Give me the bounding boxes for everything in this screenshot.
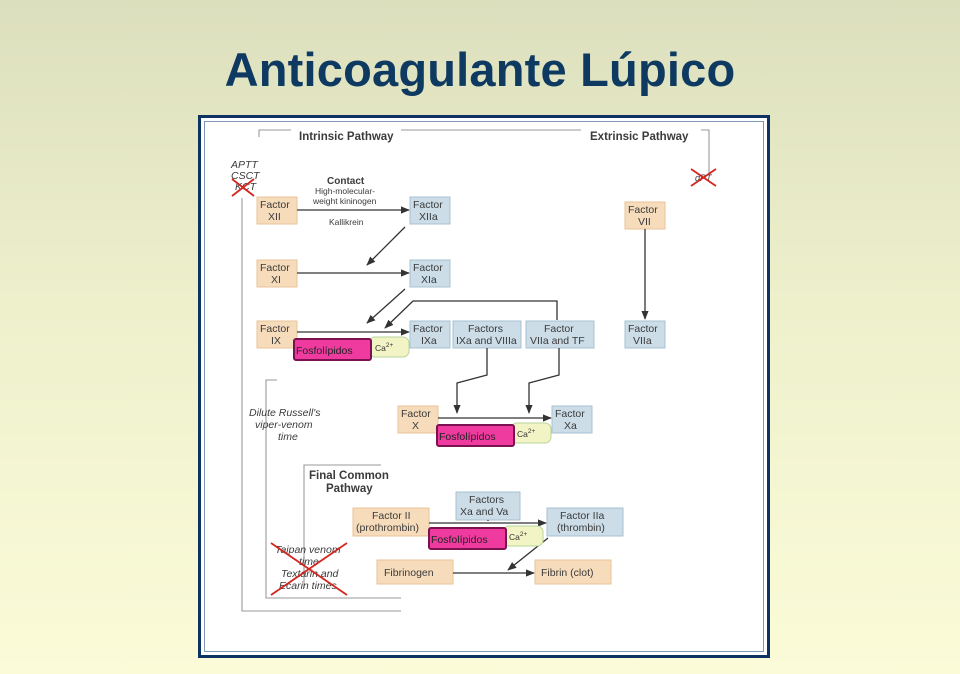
svg-text:VII: VII — [638, 216, 651, 228]
slide-title: Anticoagulante Lúpico — [224, 43, 736, 96]
svg-text:IX: IX — [271, 335, 281, 347]
svg-text:Factors: Factors — [469, 494, 504, 506]
svg-text:VIIa and TF: VIIa and TF — [530, 335, 585, 347]
taipan-label-line1: Taipan venom — [275, 544, 341, 556]
node-fibrinogen: Fibrinogen — [376, 559, 454, 585]
arrow-viia-tf-to-x-reaction — [525, 348, 560, 414]
svg-text:Factor: Factor — [260, 262, 290, 274]
svg-text:Factor: Factor — [544, 323, 574, 335]
svg-text:Fosfolípidos: Fosfolípidos — [431, 534, 488, 546]
pathway-brackets — [241, 129, 710, 612]
cross-mark-kct — [231, 178, 255, 197]
final-common-label-line2: Pathway — [326, 483, 373, 495]
contact-activation-text: Contact High-molecular- weight kininogen… — [312, 176, 377, 227]
node-factor-iia: Factor IIa (thrombin) — [546, 507, 624, 537]
arrow-xiia-to-xi-reaction — [366, 226, 406, 266]
svg-text:Factor IIa: Factor IIa — [560, 510, 605, 522]
node-factor-xiia: Factor XIIa — [409, 196, 451, 225]
svg-text:Ca2+: Ca2+ — [375, 342, 393, 353]
contact-title: Contact — [327, 176, 365, 187]
extrinsic-bracket — [701, 129, 710, 173]
reaction-arrows — [297, 206, 649, 577]
svg-text:Factor: Factor — [260, 323, 290, 335]
cross-mark-dpt — [690, 168, 717, 187]
svg-text:Factor: Factor — [628, 204, 658, 216]
svg-text:Factor: Factor — [413, 199, 443, 211]
contact-line2: weight kininogen — [312, 196, 377, 206]
svg-text:VIIa: VIIa — [633, 335, 652, 347]
node-fibrin-clot: Fibrin (clot) — [534, 559, 612, 585]
calcium-cofactor-2: Ca2+ — [510, 422, 552, 444]
svg-text:Fosfolípidos: Fosfolípidos — [439, 431, 496, 443]
extrinsic-pathway-label: Extrinsic Pathway — [590, 131, 689, 143]
node-factors-ixa-viiia: Factors IXa and VIIIa — [452, 320, 522, 349]
node-factor-viia-tf: Factor VIIa and TF — [525, 320, 595, 349]
node-factor-xii: Factor XII — [256, 196, 298, 225]
svg-text:IXa and VIIIa: IXa and VIIIa — [456, 335, 517, 347]
svg-text:Fosfolípidos: Fosfolípidos — [296, 345, 353, 357]
inner-frame-border — [204, 121, 764, 652]
cross-mark-taipan — [270, 542, 348, 596]
arrow-viia-tf-feedback — [384, 300, 558, 329]
svg-text:Ca2+: Ca2+ — [509, 531, 527, 542]
svg-text:XI: XI — [271, 274, 281, 286]
svg-text:(prothrombin): (prothrombin) — [356, 522, 419, 534]
svg-text:IXa: IXa — [421, 335, 437, 347]
svg-text:Factor: Factor — [555, 408, 585, 420]
diagram-frame: Intrinsic Pathway Extrinsic Pathway APTT… — [198, 115, 770, 658]
final-common-label-line1: Final Common — [309, 470, 389, 482]
arrow-ixa-viiia-to-x-reaction — [453, 348, 488, 414]
phospholipid-tag-3: Fosfolípidos — [428, 527, 507, 550]
drvvt-label-line2: viper-venom — [255, 419, 313, 431]
node-factor-xi: Factor XI — [256, 259, 298, 288]
intrinsic-bracket — [258, 129, 291, 137]
svg-text:Xa and Va: Xa and Va — [460, 506, 508, 518]
taipan-label-line2: time — [299, 556, 319, 568]
taipan-label-line4: Ecarin times — [279, 580, 338, 592]
svg-text:Factor: Factor — [260, 199, 290, 211]
svg-text:X: X — [412, 420, 419, 432]
svg-text:Xa: Xa — [564, 420, 577, 432]
svg-text:Factor: Factor — [413, 323, 443, 335]
node-factor-ii: Factor II (prothrombin) — [352, 507, 430, 537]
aptt-label: APTT — [230, 159, 259, 171]
drvvt-label-line3: time — [278, 431, 298, 443]
svg-text:Ca2+: Ca2+ — [517, 428, 535, 439]
intrinsic-left-rail — [241, 198, 401, 612]
phospholipid-tag-1: Fosfolípidos — [293, 338, 372, 361]
svg-text:Factor: Factor — [628, 323, 658, 335]
node-factor-xa: Factor Xa — [551, 405, 593, 434]
drvvt-label-line1: Dilute Russell's — [249, 407, 321, 419]
phospholipid-tag-2: Fosfolípidos — [436, 424, 515, 447]
svg-text:XII: XII — [268, 211, 281, 223]
intrinsic-pathway-label: Intrinsic Pathway — [299, 131, 394, 143]
coagulation-cascade-diagram: Intrinsic Pathway Extrinsic Pathway APTT… — [230, 129, 717, 612]
node-factor-viia: Factor VIIa — [624, 320, 666, 349]
svg-text:Fibrin (clot): Fibrin (clot) — [541, 567, 594, 579]
drvvt-bracket — [265, 379, 401, 599]
node-factor-x: Factor X — [397, 405, 439, 434]
svg-text:Factor: Factor — [401, 408, 431, 420]
node-factor-ix: Factor IX — [256, 320, 298, 349]
node-factor-ixa: Factor IXa — [409, 320, 451, 349]
svg-text:Factor: Factor — [413, 262, 443, 274]
svg-text:Factor II: Factor II — [372, 510, 411, 522]
final-common-bracket — [303, 464, 381, 497]
svg-text:Factors: Factors — [468, 323, 503, 335]
arrow-xia-to-ix-reaction — [366, 288, 406, 324]
contact-line3: Kallikrein — [329, 217, 364, 227]
svg-text:XIIa: XIIa — [419, 211, 438, 223]
calcium-cofactor-1: Ca2+ — [368, 336, 410, 358]
node-factor-xia: Factor XIa — [409, 259, 451, 288]
calcium-cofactor-3: Ca2+ — [502, 525, 544, 547]
node-factor-vii: Factor VII — [624, 201, 666, 230]
svg-text:(thrombin): (thrombin) — [557, 522, 605, 534]
svg-text:Fibrinogen: Fibrinogen — [384, 567, 434, 579]
contact-line1: High-molecular- — [315, 186, 375, 196]
svg-text:XIa: XIa — [421, 274, 437, 286]
taipan-label-line3: Textarin and — [281, 568, 340, 580]
node-factors-xa-va: Factors Xa and Va — [455, 491, 521, 521]
